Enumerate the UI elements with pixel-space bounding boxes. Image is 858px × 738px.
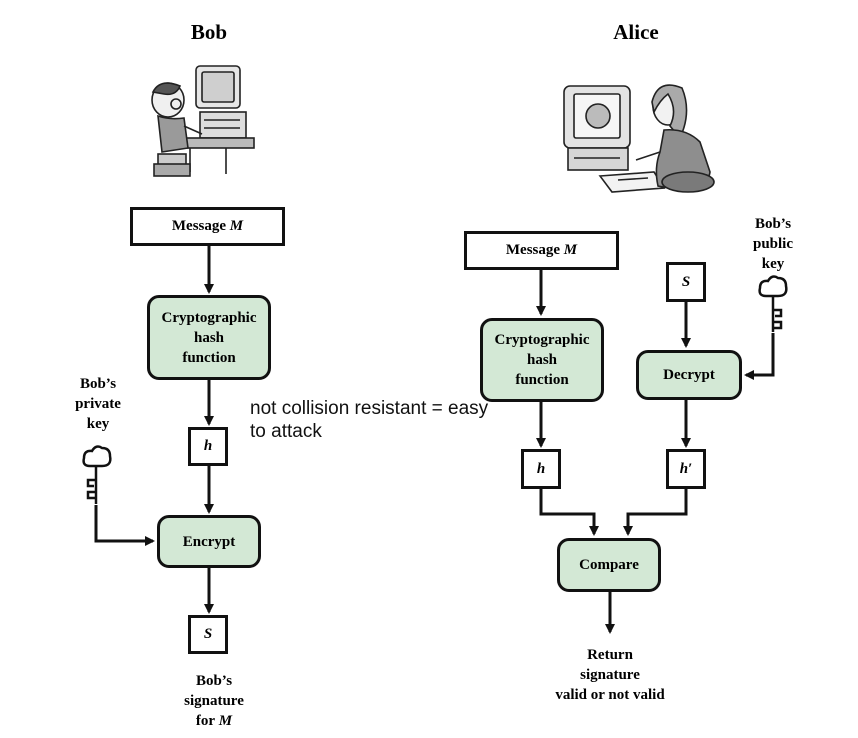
alice-result-label: Return signature valid or not valid (555, 647, 665, 703)
alice-message-var: M (563, 242, 578, 258)
alice-message-label: Message (505, 242, 561, 258)
bob-title: Bob (190, 20, 228, 44)
alice-computer-user-illustration (563, 84, 715, 193)
alice-compare-box: Compare (557, 538, 661, 592)
bob-signature-var: M (218, 713, 233, 729)
bob-private-key-label: Bob’s private key (75, 376, 121, 432)
collision-annotation: not collision resistant = easy to attack (250, 398, 489, 442)
bob-message-box: Message M (130, 207, 285, 246)
alice-hash-output-box: h (521, 449, 561, 489)
alice-signature-input-box: S (666, 262, 706, 302)
bob-encrypt-box: Encrypt (157, 515, 261, 568)
alice-decrypted-hash-box: h′ (666, 449, 706, 489)
bob-hash-label: Cryptographic hash function (161, 309, 257, 366)
alice-signature-input: S (681, 273, 691, 290)
alice-hash-function-box: Cryptographic hash function (480, 318, 604, 402)
bob-message-var: M (229, 218, 244, 234)
alice-title: Alice (613, 20, 659, 44)
bob-encrypt-label: Encrypt (182, 533, 236, 550)
bob-hash-function-box: Cryptographic hash function (147, 295, 271, 380)
alice-decrypt-label: Decrypt (663, 367, 715, 383)
bob-hash-output: h (203, 438, 213, 454)
bob-signature-output: S (203, 626, 213, 642)
alice-message-box: Message M (464, 231, 619, 270)
alice-hash-label: Cryptographic hash function (494, 332, 590, 388)
key-icon (758, 275, 788, 332)
key-icon (82, 445, 112, 504)
bob-signature-output-box: S (188, 615, 228, 654)
bob-hash-output-box: h (188, 427, 228, 466)
alice-compare-label: Compare (579, 557, 639, 573)
bob-signature-label: Bob’s signature for M (184, 673, 244, 729)
alice-hash-output: h (536, 460, 546, 477)
bob-message-label: Message (171, 218, 227, 234)
bob-computer-user-illustration (151, 65, 255, 177)
alice-public-key-label: Bob’s public key (752, 216, 794, 272)
alice-decrypt-box: Decrypt (636, 350, 742, 400)
alice-decrypted-hash: h′ (679, 460, 693, 477)
